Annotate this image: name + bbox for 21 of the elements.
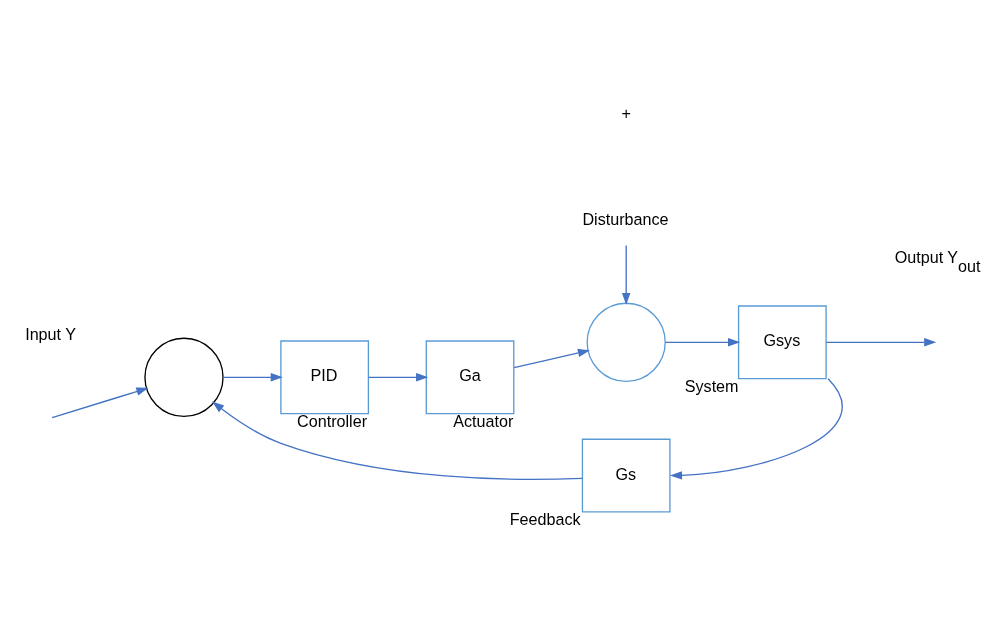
- arrow: [211, 400, 583, 480]
- arrow: [512, 348, 590, 368]
- node-circle: [585, 302, 666, 382]
- label: Input Y: [24, 324, 76, 343]
- node-label: Feedback: [509, 509, 581, 528]
- arrow: [621, 244, 630, 305]
- node-box: Gsys: [737, 304, 827, 379]
- arrow: [51, 386, 148, 418]
- node-box: PID: [279, 339, 369, 414]
- arrow: [367, 372, 428, 382]
- node-box: Ga: [425, 339, 514, 414]
- node-label: System: [684, 376, 739, 395]
- node-box: Gs: [581, 438, 671, 513]
- node-text: Disturbance: [581, 209, 669, 228]
- arrow: [221, 372, 283, 382]
- node-label: Controller: [296, 411, 367, 430]
- arrow: [664, 337, 740, 347]
- label: +: [620, 103, 631, 122]
- node-label: Actuator: [452, 411, 513, 430]
- arrow: [825, 337, 936, 347]
- arrow: [669, 377, 843, 480]
